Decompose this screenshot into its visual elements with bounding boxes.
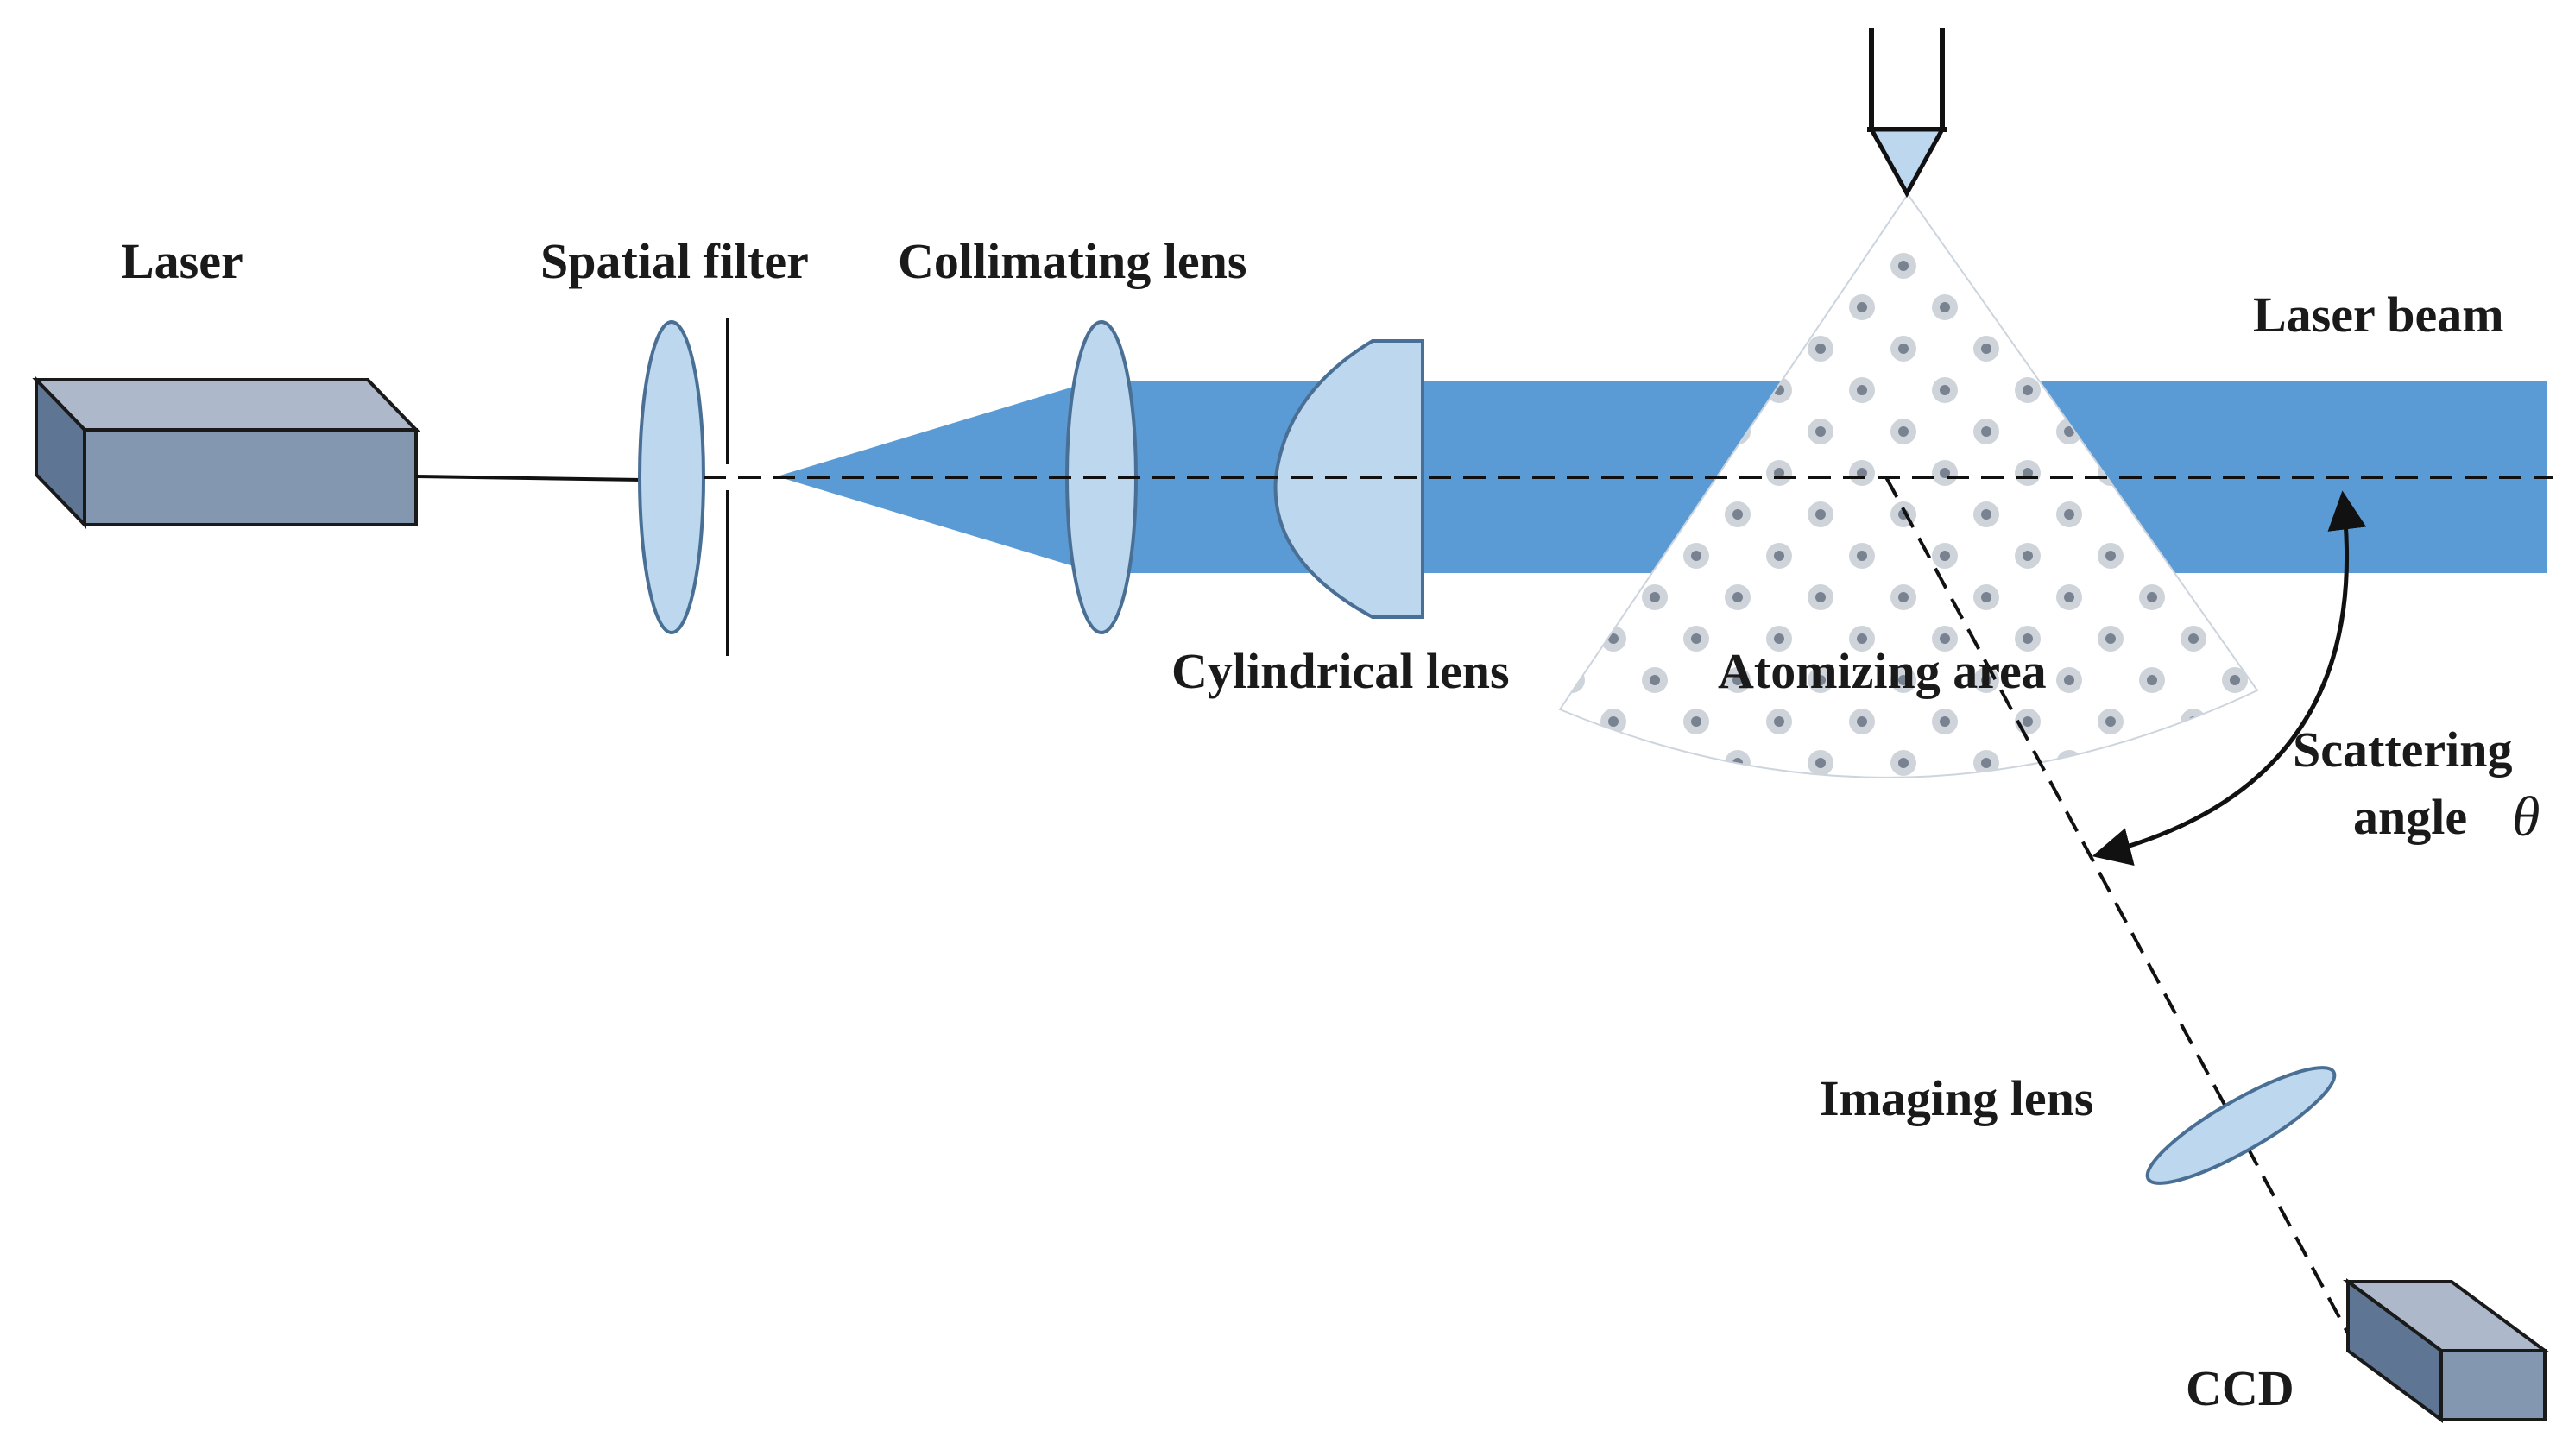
label-spatial-filter: Spatial filter [540,233,809,289]
scattered-ray [1884,476,2350,1334]
label-laser-beam: Laser beam [2253,287,2504,343]
label-angle: angle [2353,789,2467,845]
imaging-lens [2145,1066,2337,1185]
label-cylindrical-lens: Cylindrical lens [1171,643,1510,699]
laser-fiber [415,475,643,482]
nozzle-icon [1867,28,1947,199]
label-laser: Laser [121,233,243,289]
label-ccd: CCD [2186,1360,2294,1416]
label-atomizing-area: Atomizing area [1718,643,2047,699]
diverging-beam [777,380,1096,573]
spatial-filter-lens [638,320,705,634]
label-collimating-lens: Collimating lens [898,233,1246,289]
label-theta: θ [2512,785,2540,848]
label-imaging-lens: Imaging lens [1820,1070,2093,1126]
label-scattering: Scattering [2293,722,2513,778]
scattering-angle-arc [2092,490,2367,867]
laser-box-icon [32,375,420,529]
ccd-camera-icon [2342,1278,2551,1423]
